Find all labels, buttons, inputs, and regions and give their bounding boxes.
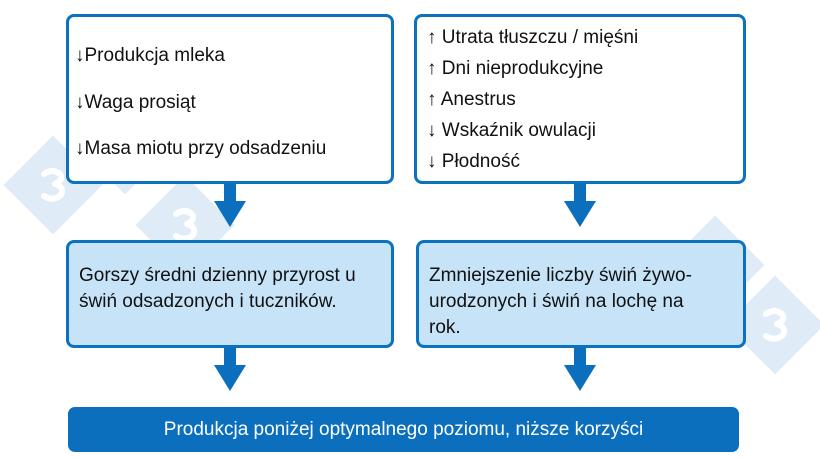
effect-item: ↓ Wskaźnik owulacji (427, 120, 596, 141)
watermark-logo (725, 275, 820, 375)
result-text: Produkcja poniżej optymalnego poziomu, n… (163, 418, 644, 440)
logo-three-glyph (41, 168, 66, 202)
logo-three-glyph (173, 208, 198, 242)
right-top-box: ↑ Utrata tłuszczu / mięśni ↑ Dni nieprod… (414, 14, 746, 184)
right-mid-text: Zmniejszenie liczby świń żywo-urodzonych… (429, 265, 692, 338)
effect-item: ↑ Anestrus (427, 89, 516, 110)
effect-item: ↑ Utrata tłuszczu / mięśni (427, 27, 639, 48)
effect-item: ↑ Dni nieprodukcyjne (427, 58, 604, 79)
effect-item: ↓Waga prosiąt (75, 92, 196, 113)
effect-item: ↓Masa miotu przy odsadzeniu (75, 138, 327, 159)
watermark-logo (135, 175, 235, 275)
effect-item: ↓Produkcja mleka (75, 45, 225, 66)
watermark-logo (3, 135, 103, 235)
effect-item: ↓ Płodność (427, 151, 520, 172)
left-mid-box: Gorszy średni dzienny przyrost u świń od… (66, 240, 394, 348)
result-box: Produkcja poniżej optymalnego poziomu, n… (68, 407, 739, 452)
logo-three-glyph (763, 308, 788, 342)
right-mid-box: Zmniejszenie liczby świń żywo-urodzonych… (416, 240, 746, 348)
left-mid-text: Gorszy średni dzienny przyrost u świń od… (79, 265, 356, 312)
left-top-box: ↓Produkcja mleka ↓Waga prosiąt ↓Masa mio… (66, 14, 394, 184)
